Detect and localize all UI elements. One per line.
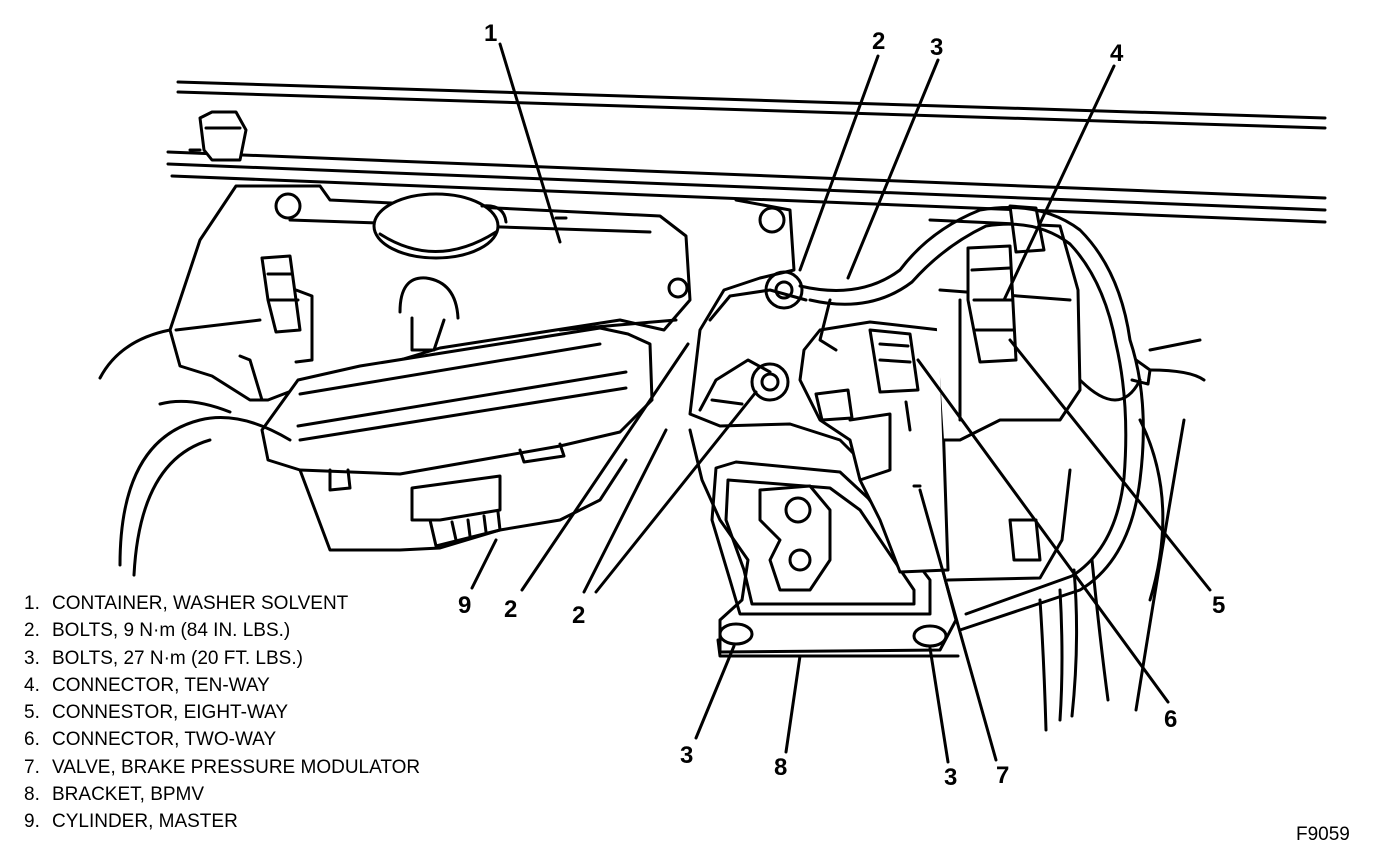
callout-1: 1 <box>484 20 498 47</box>
legend-text: BOLTS, 9 N·m (84 IN. LBS.) <box>52 620 291 642</box>
left-hoses <box>98 328 292 577</box>
master-cylinder <box>260 326 654 552</box>
legend-number: 7. <box>24 756 40 778</box>
legend-number: 6. <box>24 729 40 751</box>
legend-text: BOLTS, 27 N·m (20 FT. LBS.) <box>52 647 303 669</box>
cowl-rail <box>166 80 1327 224</box>
legend-text: CONNECTOR, TEN-WAY <box>52 674 270 696</box>
callout-leaders <box>470 42 1212 764</box>
parts-legend: 1. CONTAINER, WASHER SOLVENT 2. BOLTS, 9 N… <box>24 590 420 836</box>
callout-9: 9 <box>458 592 472 619</box>
legend-item: 1. CONTAINER, WASHER SOLVENT <box>24 590 420 617</box>
legend-text: CYLINDER, MASTER <box>52 811 238 833</box>
legend-item: 6. CONNECTOR, TWO-WAY <box>24 726 420 753</box>
legend-item: 9. CYLINDER, MASTER <box>24 808 420 835</box>
legend-item: 3. BOLTS, 27 N·m (20 FT. LBS.) <box>24 645 420 672</box>
brake-pressure-modulator-valve <box>798 320 950 574</box>
legend-number: 2. <box>24 620 40 642</box>
legend-item: 4. CONNECTOR, TEN-WAY <box>24 672 420 699</box>
callout-2-left: 2 <box>504 596 518 623</box>
callout-2-right: 2 <box>572 602 586 629</box>
legend-text: BRACKET, BPMV <box>52 784 205 806</box>
legend-text: CONNESTOR, EIGHT-WAY <box>52 702 289 724</box>
callout-6: 6 <box>1164 706 1178 733</box>
legend-number: 3. <box>24 647 40 669</box>
legend-item: 7. VALVE, BRAKE PRESSURE MODULATOR <box>24 754 420 781</box>
callout-4: 4 <box>1110 40 1124 67</box>
legend-number: 9. <box>24 811 40 833</box>
control-module <box>928 204 1082 582</box>
legend-number: 8. <box>24 784 40 806</box>
legend-item: 8. BRACKET, BPMV <box>24 781 420 808</box>
legend-number: 1. <box>24 593 40 614</box>
legend-number: 5. <box>24 702 40 724</box>
callout-5: 5 <box>1212 592 1226 619</box>
legend-item: 2. BOLTS, 9 N·m (84 IN. LBS.) <box>24 617 420 644</box>
callout-3-right: 3 <box>944 764 958 791</box>
callout-8: 8 <box>774 754 788 781</box>
legend-text: VALVE, BRAKE PRESSURE MODULATOR <box>52 756 421 778</box>
legend-text: CONTAINER, WASHER SOLVENT <box>52 593 349 614</box>
rail-clip <box>198 110 248 162</box>
legend-item: 5. CONNESTOR, EIGHT-WAY <box>24 699 420 726</box>
legend-number: 4. <box>24 674 40 696</box>
callout-3-top: 3 <box>930 34 944 61</box>
callout-3-left: 3 <box>680 742 694 769</box>
callout-2-top: 2 <box>872 28 886 55</box>
callout-7: 7 <box>996 762 1010 789</box>
wiring-harness <box>798 206 1206 732</box>
figure-id: F9059 <box>1296 824 1350 845</box>
legend-text: CONNECTOR, TWO-WAY <box>52 729 277 751</box>
